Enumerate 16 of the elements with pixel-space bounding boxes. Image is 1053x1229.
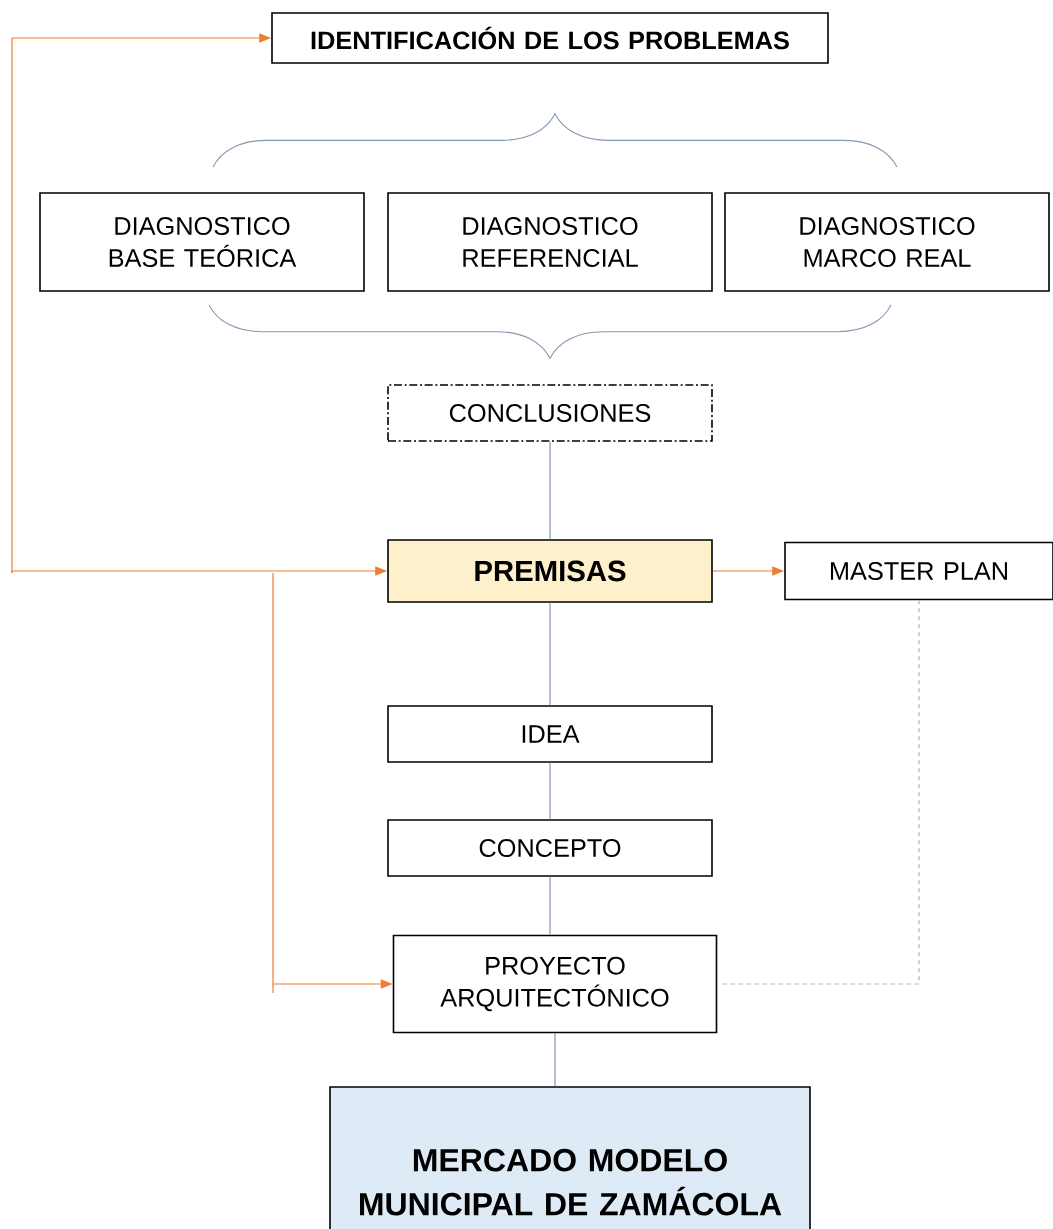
connector-line xyxy=(554,1032,556,1087)
highlighted-box: PREMISAS xyxy=(387,539,713,603)
connector-line xyxy=(549,762,551,820)
dashed-box: CONCLUSIONES xyxy=(387,384,713,442)
process-box: DIAGNOSTICO MARCO REAL xyxy=(724,192,1050,292)
process-box: IDEA xyxy=(387,705,713,763)
result-box: MERCADO MODELO MUNICIPAL DE ZAMÁCOLA xyxy=(329,1086,811,1229)
connector-line xyxy=(549,876,551,936)
process-box: PROYECTO ARQUITECTÓNICO xyxy=(392,934,718,1034)
process-box: CONCEPTO xyxy=(387,819,713,877)
process-box: DIAGNOSTICO BASE TEÓRICA xyxy=(39,192,365,292)
process-box: DIAGNOSTICO REFERENCIAL xyxy=(387,192,713,292)
process-box: MASTER PLAN xyxy=(784,541,1053,601)
connector-line xyxy=(549,441,551,540)
heading-box: IDENTIFICACIÓN DE LOS PROBLEMAS xyxy=(271,12,829,64)
connector-line xyxy=(549,602,551,706)
